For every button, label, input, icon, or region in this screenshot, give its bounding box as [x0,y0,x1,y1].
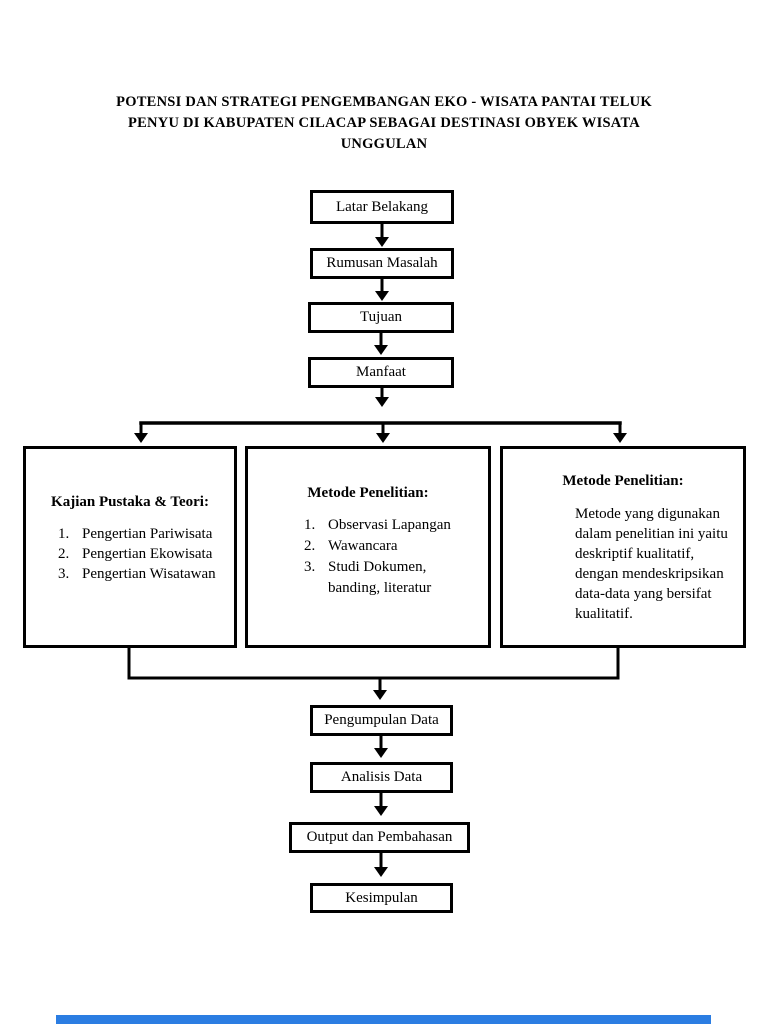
list-item-text: Studi Dokumen, banding, literatur [328,559,432,596]
flow-box-label: Tujuan [360,309,402,325]
document-title: POTENSI DAN STRATEGI PENGEMBANGAN EKO - … [0,92,768,155]
list-item-text: Pengertian Ekowisata [82,546,213,562]
viewer-progress-bar[interactable] [56,1015,711,1024]
flow-box-label: Kesimpulan [345,889,418,906]
list-item: 1. Observasi Lapangan [304,515,482,536]
list-item: 2. Wawancara [304,536,482,557]
flow-box-output-pembahasan: Output dan Pembahasan [289,822,470,853]
flow-box-label: Manfaat [356,364,406,380]
flow-box-pengumpulan-data: Pengumpulan Data [310,705,453,736]
flow-box-analisis-data: Analisis Data [310,762,453,793]
list-item-text: Observasi Lapangan [328,517,451,533]
list-item-text: Wawancara [328,538,398,554]
list-item-number: 2. [58,546,70,562]
flow-box-label: Output dan Pembahasan [306,829,453,845]
arrow-analisis-to-output [374,792,388,816]
branch-box-metode-penelitian-list: Metode Penelitian: 1. Observasi Lapangan… [245,446,491,648]
metode-penelitian-list: 1. Observasi Lapangan 2. Wawancara 3. St… [254,515,482,599]
title-line-2: PENYU DI KABUPATEN CILACAP SEBAGAI DESTI… [127,115,641,131]
list-item: 3. Pengertian Wisatawan [58,564,228,584]
list-item: 2. Pengertian Ekowisata [58,544,228,564]
arrow-rumusan-to-tujuan [375,279,389,301]
arrow-tujuan-to-manfaat [374,333,388,355]
flow-box-label: Rumusan Masalah [326,255,438,271]
list-item-number: 1. [304,517,316,533]
list-item-number: 3. [304,559,316,575]
arrow-manfaat-to-branch [375,388,389,407]
branch-box-metode-penelitian-desc: Metode Penelitian: Metode yang digunakan… [500,446,746,648]
list-item-text: Pengertian Wisatawan [82,566,216,582]
list-item-number: 3. [58,566,70,582]
arrow-latar-to-rumusan [375,224,389,247]
flow-box-label: Latar Belakang [335,198,429,215]
arrow-output-to-kesimpulan [374,853,388,877]
flow-box-rumusan-masalah: Rumusan Masalah [310,248,454,279]
branch-box-title: Metode Penelitian: [307,485,429,501]
arrow-pengumpulan-to-analisis [374,735,388,758]
title-line-3: UNGGULAN [340,136,428,152]
list-item-text: Pengertian Pariwisata [82,526,213,542]
flow-box-label: Analisis Data [340,769,423,785]
kajian-pustaka-list: 1. Pengertian Pariwisata 2. Pengertian E… [32,524,228,584]
list-item-number: 1. [58,526,70,542]
flow-box-tujuan: Tujuan [308,302,454,333]
flow-box-label: Pengumpulan Data [324,712,439,728]
list-item: 3. Studi Dokumen, banding, literatur [304,557,482,599]
flow-box-latar-belakang: Latar Belakang [310,190,454,224]
branch-box-kajian-pustaka: Kajian Pustaka & Teori: 1. Pengertian Pa… [23,446,237,648]
title-line-1: POTENSI DAN STRATEGI PENGEMBANGAN EKO - … [116,94,652,110]
branch-box-title: Kajian Pustaka & Teori: [51,494,209,510]
flow-box-kesimpulan: Kesimpulan [310,883,453,913]
flow-box-manfaat: Manfaat [308,357,454,388]
list-item-number: 2. [304,538,316,554]
branch-merge-lines [127,648,620,700]
branch-split-lines [134,421,627,443]
list-item: 1. Pengertian Pariwisata [58,524,228,544]
branch-box-title: Metode Penelitian: [562,473,684,489]
metode-penelitian-paragraph: Metode yang digunakan dalam penelitian i… [575,506,728,622]
